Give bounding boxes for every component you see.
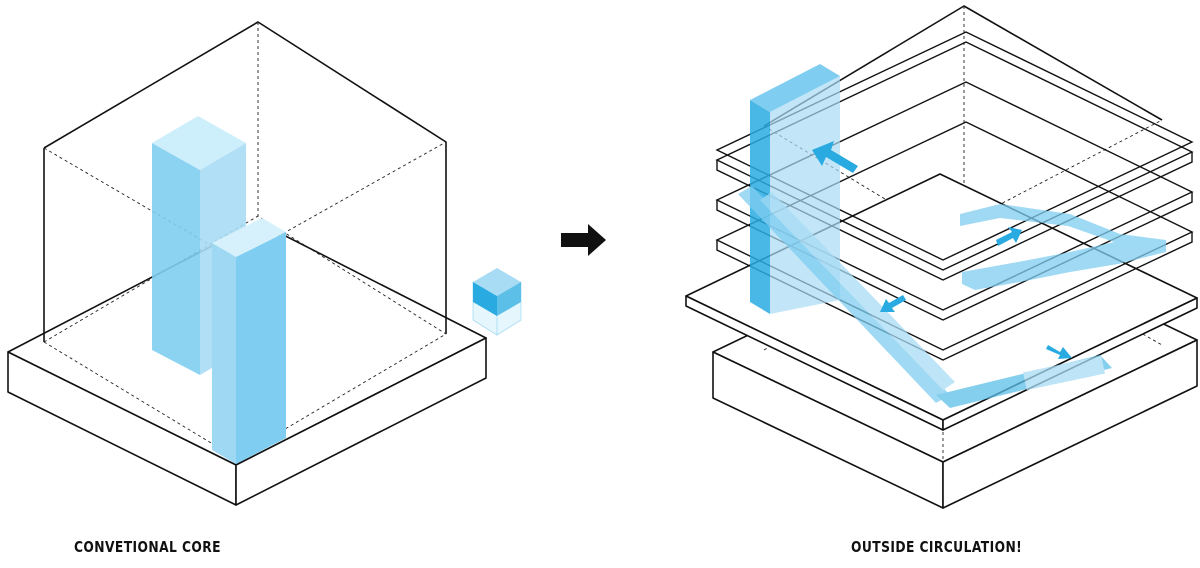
caption-conventional-core: CONVETIONAL CORE bbox=[74, 538, 221, 556]
arrow-up-left-icon bbox=[812, 141, 858, 173]
floor-plate-4 bbox=[715, 41, 1194, 281]
arrow-up-right-icon bbox=[996, 227, 1022, 246]
outside-circulation-building bbox=[685, 5, 1198, 509]
arrow-right-icon bbox=[561, 224, 606, 256]
floor-plate-5 bbox=[715, 31, 1194, 261]
direction-arrows bbox=[812, 141, 1072, 359]
circulation-ramps bbox=[738, 186, 1166, 408]
core-tower-short bbox=[212, 218, 286, 464]
core-module-cube bbox=[472, 268, 522, 336]
caption-outside-circulation: OUTSIDE CIRCULATION! bbox=[851, 538, 1023, 556]
conventional-building bbox=[7, 21, 522, 506]
floor-plate-3 bbox=[715, 81, 1194, 321]
arrow-down-left-icon bbox=[880, 295, 906, 312]
arrow-down-right-icon bbox=[1046, 345, 1072, 359]
